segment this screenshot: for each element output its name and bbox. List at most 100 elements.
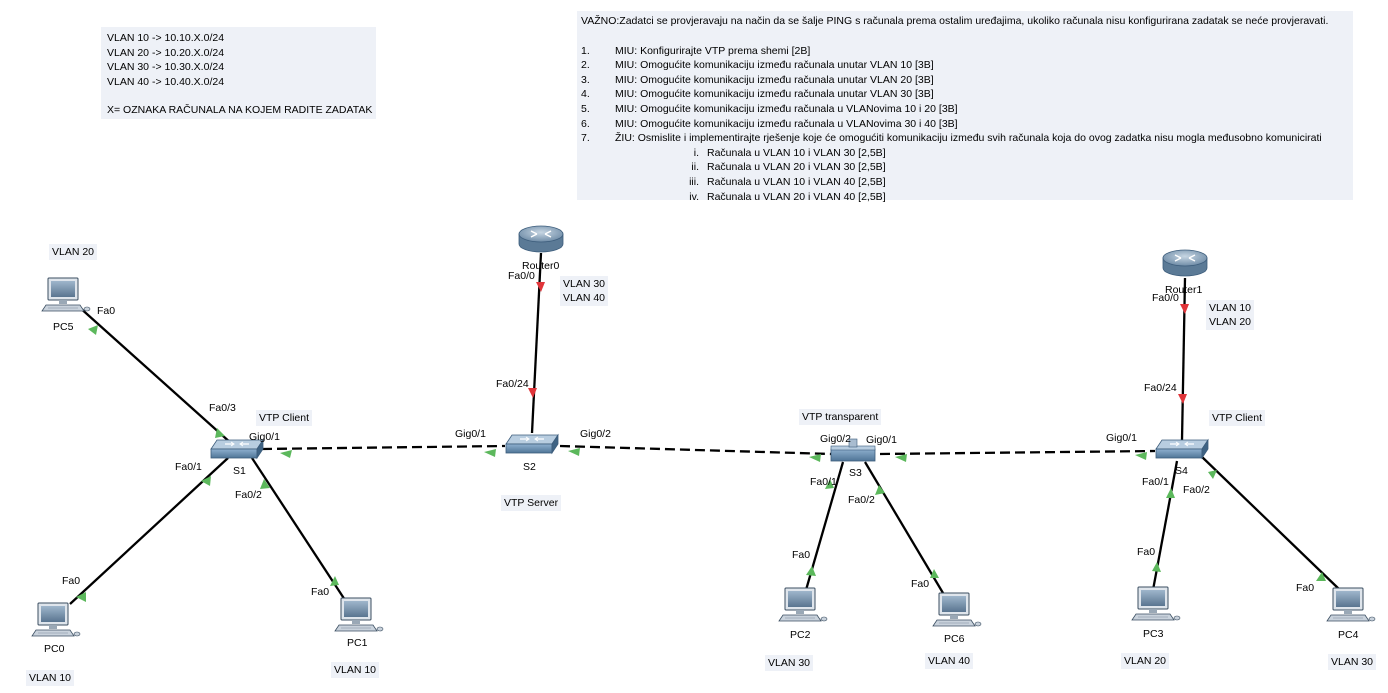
pc0-vlan-label: VLAN 10 <box>26 670 75 686</box>
pc1-icon[interactable] <box>334 597 384 632</box>
switch-s4-icon[interactable] <box>1155 439 1209 459</box>
pc4-label: PC4 <box>1338 629 1359 641</box>
link-up-icon <box>875 485 885 495</box>
router0-label: Router0 <box>522 260 560 272</box>
pc6-label: PC6 <box>944 633 965 645</box>
link-down-icon <box>1180 304 1189 314</box>
link-down-icon <box>528 388 537 398</box>
switch-s2-icon[interactable] <box>505 434 559 454</box>
important-note: VAŽNO:Zadatci se provjeravaju na način d… <box>581 15 1329 27</box>
port-label: Fa0/3 <box>209 402 236 414</box>
pc5-vlan-label: VLAN 20 <box>49 244 98 260</box>
port-label: Gig0/1 <box>866 434 897 446</box>
link-up-icon <box>1316 572 1326 581</box>
pc2-label: PC2 <box>790 629 811 641</box>
link-up-icon <box>330 576 339 586</box>
port-label: Fa0/2 <box>848 494 875 506</box>
pc0-label: PC0 <box>44 643 65 655</box>
subtask-item: ii.Računala u VLAN 20 i VLAN 30 [2,5B] <box>691 161 886 174</box>
switch-s1-label: S1 <box>233 465 246 477</box>
cables <box>69 252 1341 605</box>
router1-label: Router1 <box>1165 284 1203 296</box>
port-label: Fa0/0 <box>1152 292 1179 304</box>
cable-s2-s3 <box>559 444 833 456</box>
port-label: Fa0/2 <box>1183 484 1210 496</box>
link-up-icon <box>1166 488 1175 498</box>
link-up-icon <box>280 450 292 458</box>
pc5-icon[interactable] <box>41 277 91 312</box>
task-item: 5.MIU: Omogućite komunikaciju između rač… <box>581 102 958 115</box>
switch-s2-label: S2 <box>523 461 536 473</box>
link-up-icon <box>215 428 225 438</box>
pc0-icon[interactable] <box>31 602 81 637</box>
subtask-item: iii.Računala u VLAN 10 i VLAN 40 [2,5B] <box>689 175 886 188</box>
subtask-item: i.Računala u VLAN 10 i VLAN 30 [2,5B] <box>693 146 886 159</box>
switch-s4-label: S4 <box>1175 465 1188 477</box>
port-label: Fa0/24 <box>496 378 529 390</box>
link-up-icon <box>568 448 580 456</box>
pc1-vlan-label: VLAN 10 <box>331 662 380 678</box>
vlan-addressing-note: VLAN 10 -> 10.10.X.0/24 VLAN 20 -> 10.20… <box>101 27 376 119</box>
switch-s3-icon[interactable] <box>830 438 876 462</box>
task-item: 1.MIU: Konfigurirajte VTP prema shemi [2… <box>581 44 811 57</box>
task-item: 7.ŽIU: Osmislite i implementirajte rješe… <box>581 132 1322 145</box>
cable-s1-s2 <box>261 444 506 451</box>
link-up-icon <box>1208 470 1217 479</box>
port-label: Gig0/2 <box>820 433 851 445</box>
port-label: Fa0/1 <box>810 476 837 488</box>
s1-vtp-mode: VTP Client <box>256 410 312 426</box>
task-item: 2.MIU: Omogućite komunikaciju između rač… <box>581 59 934 72</box>
vlan-map-line: VLAN 30 -> 10.30.X.0/24 <box>107 61 225 73</box>
router0-vlan-label: VLAN 30 VLAN 40 <box>560 276 609 306</box>
cable-s1-pc0 <box>69 457 229 605</box>
pc3-vlan-label: VLAN 20 <box>1121 653 1170 669</box>
pc6-icon[interactable] <box>932 592 982 627</box>
port-label: Gig0/1 <box>1106 432 1137 444</box>
link-up-icon <box>1152 562 1161 572</box>
link-down-indicators <box>528 282 1189 404</box>
cable-r1-s4 <box>1180 277 1187 441</box>
pc2-icon[interactable] <box>778 587 828 622</box>
port-label: Fa0/1 <box>1142 476 1169 488</box>
router0-icon[interactable] <box>518 225 564 253</box>
link-up-icon <box>76 592 86 602</box>
link-up-icon <box>895 454 907 462</box>
s3-vtp-mode: VTP transparent <box>799 409 882 425</box>
pc3-label: PC3 <box>1143 628 1164 640</box>
vlan-map-line: VLAN 20 -> 10.20.X.0/24 <box>107 46 225 59</box>
port-label: Fa0 <box>62 575 81 587</box>
pc6-vlan-label: VLAN 40 <box>925 653 974 669</box>
task-item: 6.MIU: Omogućite komunikaciju između rač… <box>581 117 958 130</box>
cable-s3-s4 <box>879 449 1156 456</box>
port-label: Gig0/2 <box>580 428 611 440</box>
task-item: 4.MIU: Omogućite komunikaciju između rač… <box>581 88 934 101</box>
pc4-icon[interactable] <box>1326 587 1376 622</box>
link-up-icon <box>201 476 211 486</box>
cable-s3-pc6 <box>864 461 944 594</box>
s2-vtp-mode: VTP Server <box>501 495 562 511</box>
link-up-icon <box>809 454 821 462</box>
pc3-icon[interactable] <box>1131 586 1181 621</box>
port-label: Fa0/2 <box>235 489 262 501</box>
port-label: Gig0/1 <box>455 428 486 440</box>
link-indicators <box>76 325 1326 602</box>
vlan-map-line: VLAN 40 -> 10.40.X.0/24 <box>107 75 225 88</box>
port-label: Fa0/24 <box>1144 382 1177 394</box>
port-label: Fa0 <box>792 549 811 561</box>
link-down-icon <box>1178 394 1187 404</box>
subtask-item: iv.Računala u VLAN 20 i VLAN 40 [2,5B] <box>689 190 886 203</box>
task-item: 3.MIU: Omogućite komunikaciju između rač… <box>581 73 934 86</box>
port-label: Fa0 <box>1137 546 1156 558</box>
link-up-icon <box>88 325 98 335</box>
link-up-icon <box>930 569 939 578</box>
link-up-icon <box>484 449 496 457</box>
s4-vtp-mode: VTP Client <box>1209 410 1265 426</box>
port-label: Fa0 <box>97 305 116 317</box>
pc1-label: PC1 <box>347 637 368 649</box>
pc5-label: PC5 <box>53 321 74 333</box>
link-up-icon <box>260 479 270 489</box>
pc4-vlan-label: VLAN 30 <box>1328 654 1377 670</box>
router1-icon[interactable] <box>1162 249 1208 277</box>
pc2-vlan-label: VLAN 30 <box>765 655 814 671</box>
